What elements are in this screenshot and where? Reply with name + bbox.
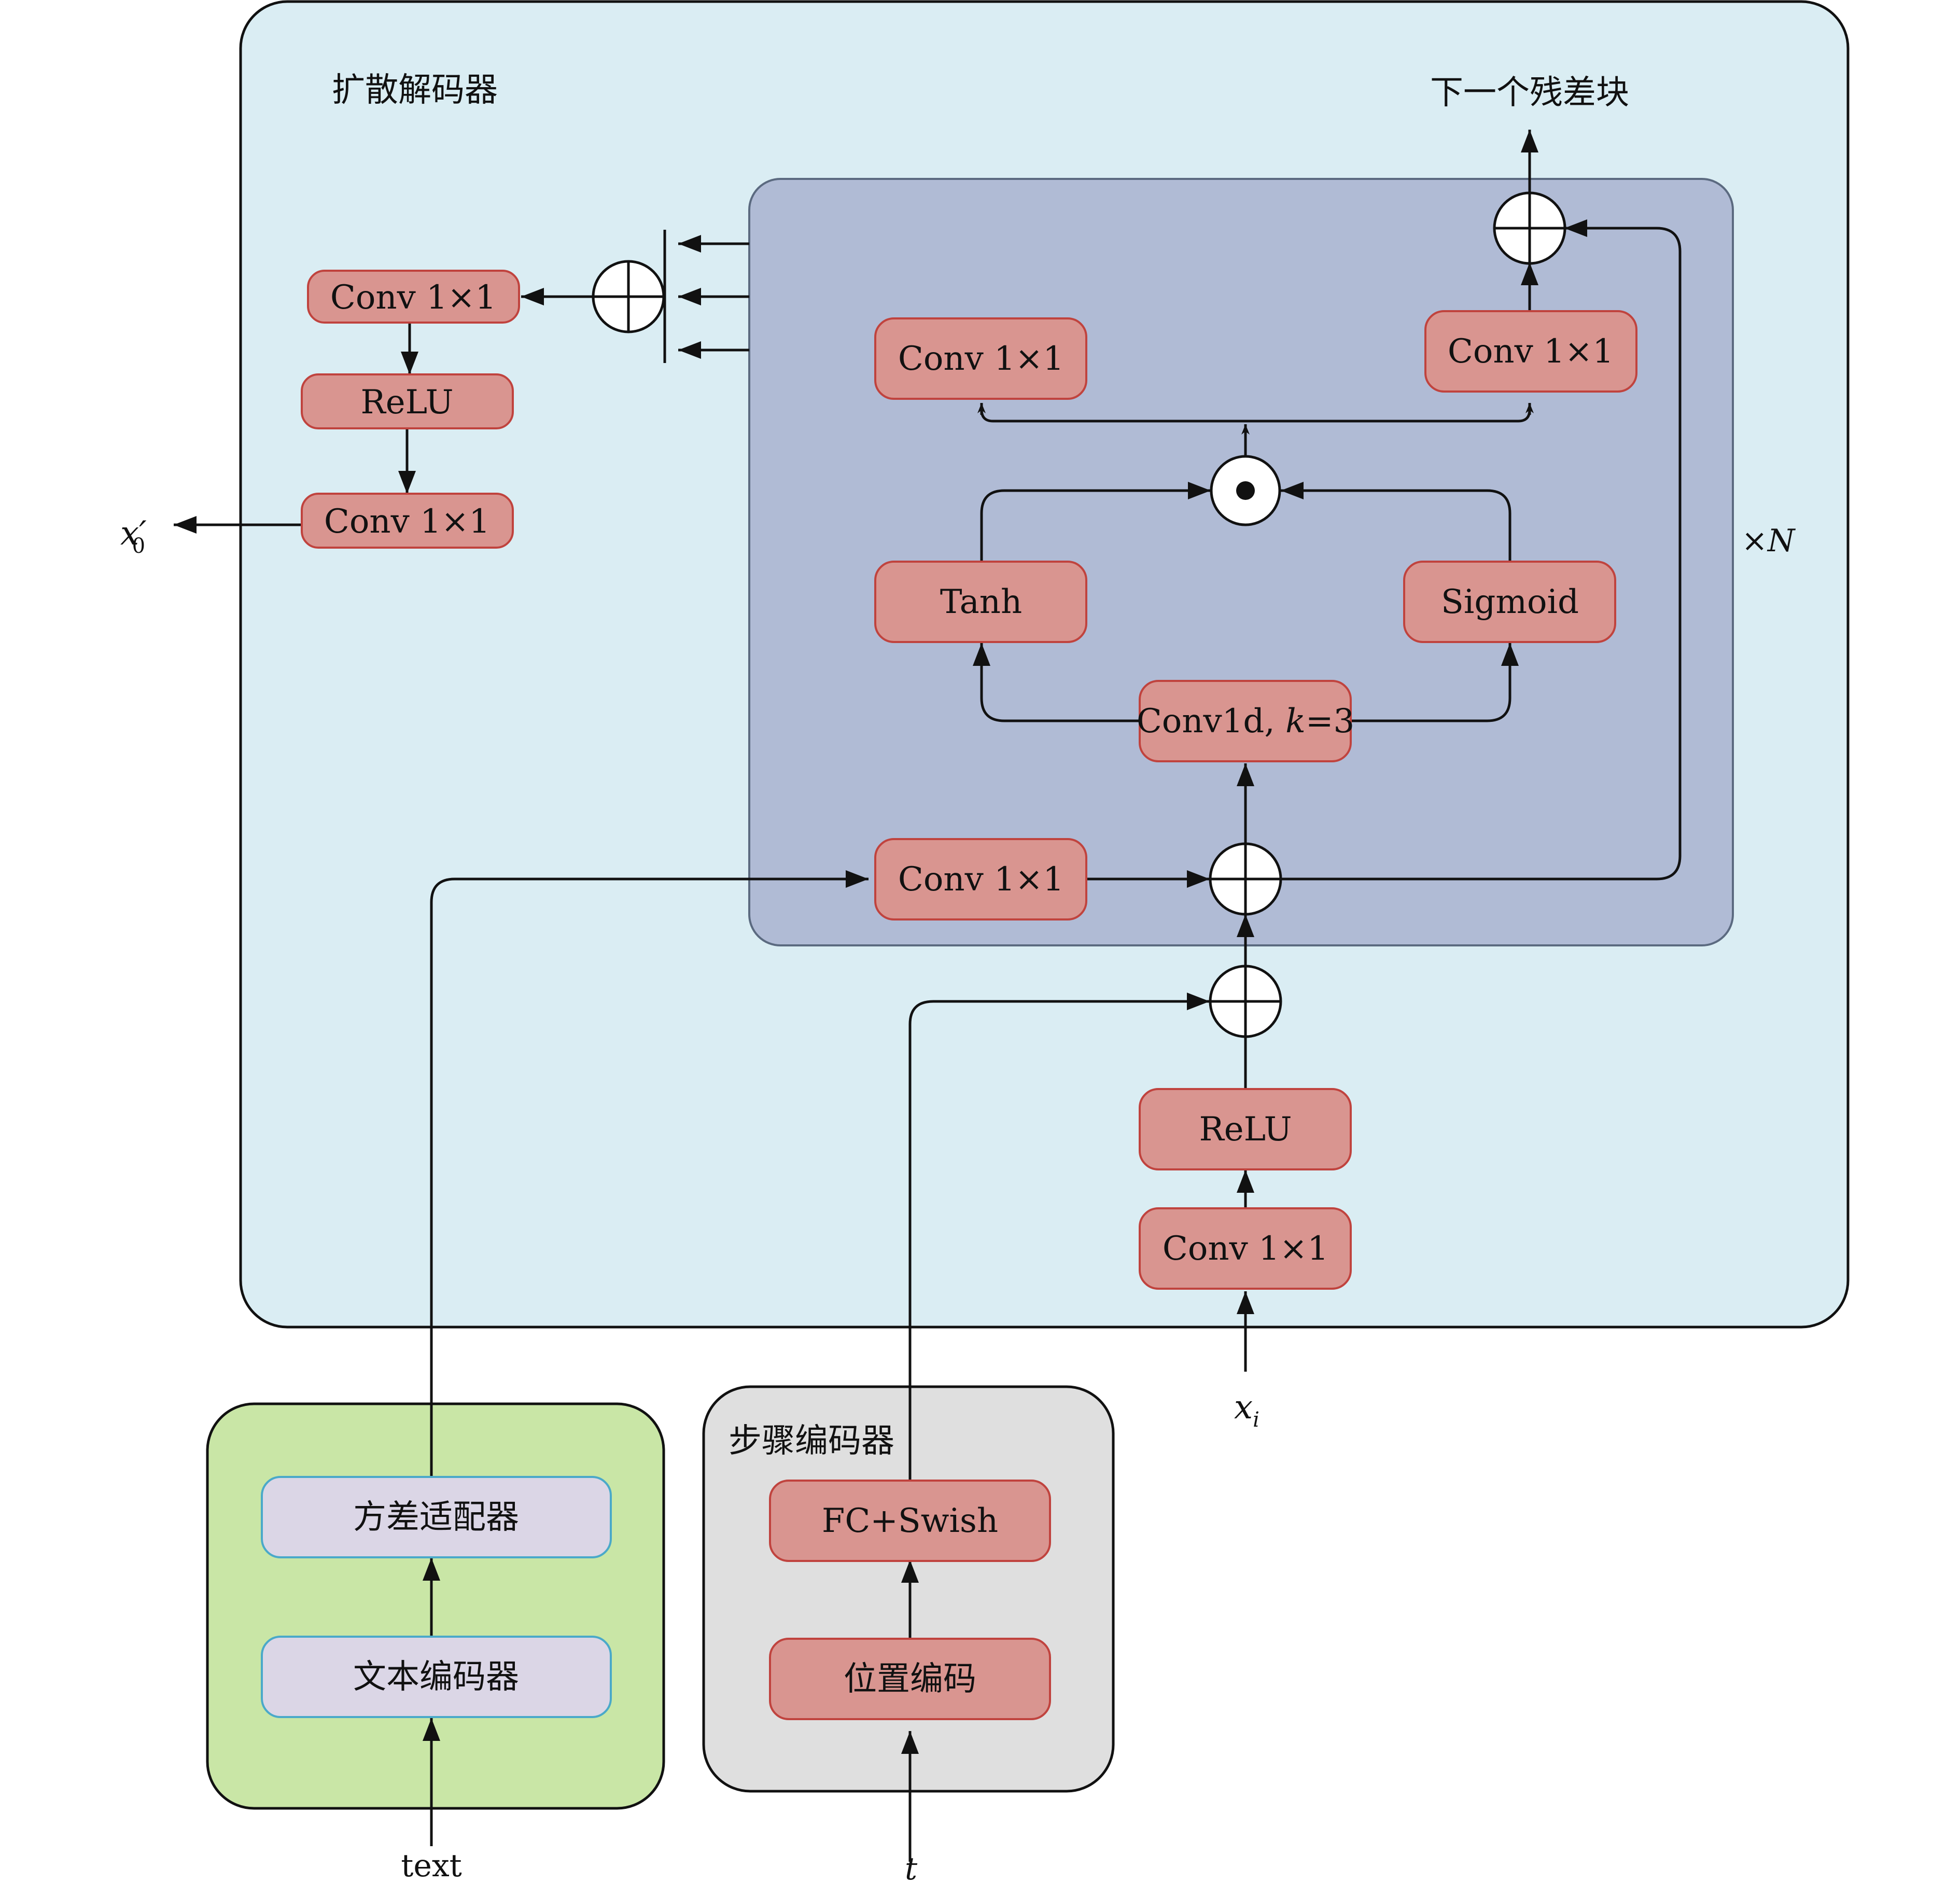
x0-output-label: x′0 <box>120 514 147 558</box>
head-relu-box: ReLU <box>301 373 514 429</box>
res-conv-box: Conv 1×1 <box>1424 310 1637 393</box>
xi-subscript: i <box>1253 1408 1259 1432</box>
head-conv-bottom-label: Conv 1×1 <box>324 503 490 541</box>
cond-conv-box: Conv 1×1 <box>874 838 1087 920</box>
stem-conv-box: Conv 1×1 <box>1139 1207 1352 1290</box>
head-conv-top-label: Conv 1×1 <box>330 278 496 317</box>
decoder-title: 扩散解码器 <box>332 71 498 109</box>
fc-swish-label: FC+Swish <box>822 1502 998 1540</box>
step-embedding-line <box>908 993 1210 1481</box>
gate-multiply-op <box>1210 455 1281 526</box>
next-block-label: 下一个残差块 <box>1430 74 1629 112</box>
residual-bypass-line <box>1281 219 1682 881</box>
text-encoder-box: 文本编码器 <box>261 1636 612 1718</box>
stem-relu-label: ReLU <box>1199 1110 1292 1149</box>
conv1d-label: Conv1d, k=3 <box>1137 702 1354 741</box>
conv1d-eq: =3 <box>1306 702 1354 741</box>
xi-input-label: xi <box>1234 1388 1259 1432</box>
repeat-label: ×N <box>1742 523 1796 559</box>
conv1d-to-sigmoid <box>1351 643 1519 722</box>
head-conv-bottom-box: Conv 1×1 <box>301 493 514 549</box>
conv1d-box: Conv1d, k=3 <box>1137 680 1354 762</box>
tanh-box: Tanh <box>874 561 1087 643</box>
x0-main: x′ <box>120 514 147 553</box>
stem-conv-label: Conv 1×1 <box>1163 1230 1328 1268</box>
head-conv-top-box: Conv 1×1 <box>307 270 520 324</box>
step-encoder-title: 步骤编码器 <box>729 1422 894 1460</box>
cond-conv-label: Conv 1×1 <box>898 860 1064 899</box>
tanh-label: Tanh <box>940 583 1022 621</box>
step-sum-op <box>1209 965 1282 1038</box>
condition-line <box>430 870 869 1477</box>
sigmoid-label: Sigmoid <box>1441 583 1579 621</box>
tanh-to-mult <box>980 482 1211 562</box>
conv1d-text: Conv1d, <box>1137 702 1285 741</box>
variance-adaptor-box: 方差适配器 <box>261 1476 612 1558</box>
text-encoder-label: 文本编码器 <box>353 1658 519 1696</box>
res-conv-label: Conv 1×1 <box>1448 332 1614 371</box>
connections <box>174 130 1682 1862</box>
top-residual-sum-op <box>1493 191 1566 265</box>
skip-conv-box: Conv 1×1 <box>874 317 1087 400</box>
sigmoid-box: Sigmoid <box>1403 561 1616 643</box>
text-input-label: text <box>401 1848 462 1883</box>
split-line <box>980 409 1531 423</box>
xi-main: x <box>1234 1388 1253 1427</box>
conv1d-to-tanh <box>973 643 1141 722</box>
skip-conv-label: Conv 1×1 <box>898 340 1064 378</box>
pos-enc-label: 位置编码 <box>844 1660 976 1698</box>
text-encoder-container <box>206 1402 665 1810</box>
conv1d-k: k <box>1285 702 1306 741</box>
variance-adaptor-label: 方差适配器 <box>353 1498 519 1537</box>
head-relu-label: ReLU <box>361 383 454 422</box>
fc-swish-box: FC+Swish <box>769 1480 1051 1562</box>
pos-enc-box: 位置编码 <box>769 1638 1051 1720</box>
sigmoid-to-mult <box>1281 482 1511 562</box>
stem-relu-box: ReLU <box>1139 1088 1352 1170</box>
x0-subscript: 0 <box>132 534 145 558</box>
condition-sum-op <box>1209 842 1282 916</box>
skip-sum-op <box>592 260 665 333</box>
t-input-label: t <box>905 1851 918 1883</box>
